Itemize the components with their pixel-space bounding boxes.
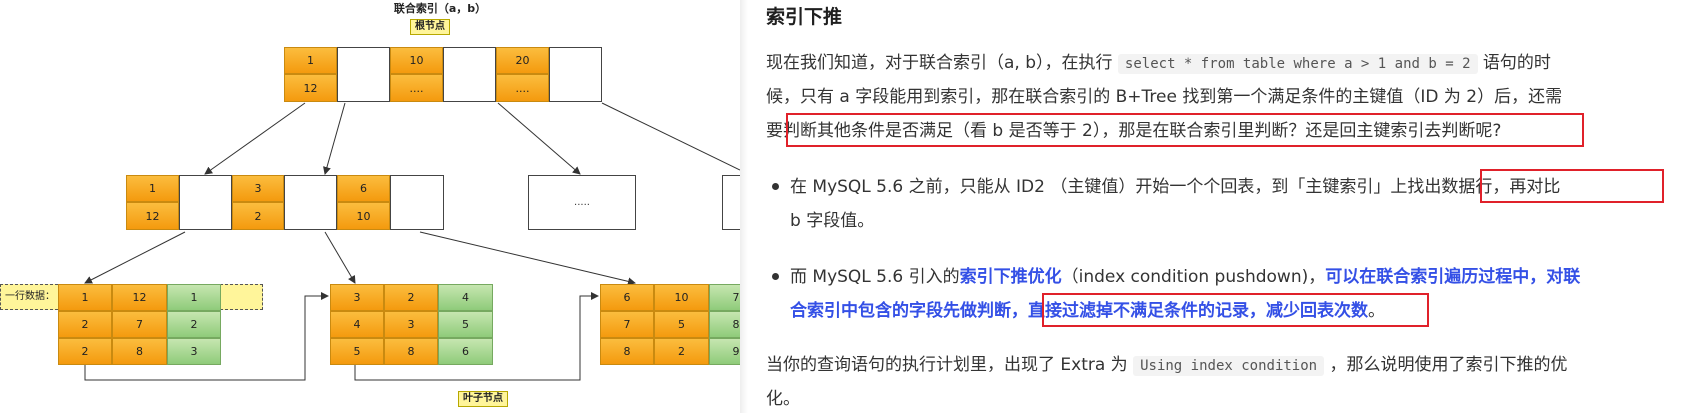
bullet-text: （index condition pushdown)， xyxy=(1061,267,1326,287)
internal-key-3-a: 6 xyxy=(337,175,390,202)
paragraph-text: 当你的查询语句的执行计划里，出现了 Extra 为 xyxy=(766,355,1128,375)
leaf-id-cell: 1 xyxy=(167,284,221,311)
leaf-cell: 10 xyxy=(654,284,709,311)
leaf-id-cell: 6 xyxy=(438,338,493,365)
inline-code-query: select * from table where a > 1 and b = … xyxy=(1117,54,1478,74)
internal-node-placeholder-2 xyxy=(722,175,740,230)
paragraph-text: 现在我们知道，对于联合索引（a, b），在执行 xyxy=(766,53,1113,73)
internal-key-2-b: 2 xyxy=(232,202,284,230)
inline-code-extra: Using index condition xyxy=(1133,356,1325,376)
leaf-cell: 1 xyxy=(58,284,112,311)
bullet-dot xyxy=(772,273,779,280)
leaf-cell: 4 xyxy=(330,311,384,338)
leaf-id-cell: 2 xyxy=(167,311,221,338)
root-key-2-b: .... xyxy=(390,74,443,102)
bullet-text: 。 xyxy=(1368,301,1385,321)
paragraph-1-line-1: 现在我们知道，对于联合索引（a, b），在执行 select * from ta… xyxy=(766,51,1551,76)
paragraph-1-line-3: 要判断其他条件是否满足（看 b 是否等于 2），那是在联合索引里判断？还是回主键… xyxy=(766,121,1502,141)
internal-key-2-a: 3 xyxy=(232,175,284,202)
leaf-cell: 8 xyxy=(600,338,654,365)
leaf-cell: 2 xyxy=(384,284,438,311)
leaf-cell: 5 xyxy=(654,311,709,338)
root-pointer-3 xyxy=(549,47,602,102)
internal-key-3-b: 10 xyxy=(337,202,390,230)
bullet-1-line-2: b 字段值。 xyxy=(790,211,875,231)
emphasis-text: 可以在联合索引遍历过程中，对联 xyxy=(1325,267,1581,287)
emphasis-text-boxed: 直接过滤掉不满足条件的记录，减少回表次数 xyxy=(1028,301,1368,321)
root-key-1-b: 12 xyxy=(284,74,337,102)
paragraph-2-line-2: 化。 xyxy=(766,389,800,409)
internal-pointer-3 xyxy=(390,175,444,230)
root-pointer-1 xyxy=(337,47,390,102)
root-key-3-a: 20 xyxy=(496,47,549,74)
bullet-dot xyxy=(772,183,779,190)
paragraph-1-line-2: 候，只有 a 字段能用到索引，那在联合索引的 B+Tree 找到第一个满足条件的… xyxy=(766,87,1563,107)
section-heading: 索引下推 xyxy=(766,6,843,28)
root-key-2-a: 10 xyxy=(390,47,443,74)
bullet-text: 而 MySQL 5.6 引入的 xyxy=(790,267,960,287)
pane-divider[interactable] xyxy=(740,0,748,413)
index-diagram: 联合索引（a，b） 根节点 1 12 10 .... 20 .... 1 12 … xyxy=(0,0,740,413)
leaf-cell: 8 xyxy=(112,338,167,365)
leaf-id-cell: 7 xyxy=(709,284,740,311)
leaf-cell: 2 xyxy=(654,338,709,365)
leaf-cell: 6 xyxy=(600,284,654,311)
tree-connectors xyxy=(84,102,740,381)
internal-key-1-a: 1 xyxy=(126,175,179,202)
leaf-cell: 3 xyxy=(384,311,438,338)
internal-pointer-2 xyxy=(284,175,337,230)
leaf-cell: 3 xyxy=(330,284,384,311)
emphasis-text: 合索引中包含的字段先做判断， xyxy=(790,301,1028,321)
highlight-box-filter xyxy=(1042,293,1429,327)
bullet-2-line-2: 合索引中包含的字段先做判断，直接过滤掉不满足条件的记录，减少回表次数。 xyxy=(790,299,1385,323)
bullet-2-line-1: 而 MySQL 5.6 引入的索引下推优化（index condition pu… xyxy=(790,265,1580,289)
paragraph-text: 语句的时 xyxy=(1482,53,1551,73)
leaf-cell: 7 xyxy=(600,311,654,338)
root-key-1-a: 1 xyxy=(284,47,337,74)
highlight-box-question xyxy=(786,113,1584,147)
diagram-title: 联合索引（a，b） xyxy=(393,2,487,15)
article-content: 索引下推 现在我们知道，对于联合索引（a, b），在执行 select * fr… xyxy=(748,0,1685,413)
leaf-id-cell: 8 xyxy=(709,311,740,338)
leaf-id-cell: 5 xyxy=(438,311,493,338)
leaf-cell: 2 xyxy=(58,338,112,365)
root-pointer-2 xyxy=(443,47,496,102)
root-key-3-b: .... xyxy=(496,74,549,102)
leaf-node-tag: 叶子节点 xyxy=(458,391,508,407)
leaf-cell: 12 xyxy=(112,284,167,311)
leaf-cell: 7 xyxy=(112,311,167,338)
leaf-id-cell: 9 xyxy=(709,338,740,365)
paragraph-text: ，那么说明使用了索引下推的优 xyxy=(1329,355,1568,375)
highlight-box-fetch-row xyxy=(1480,169,1664,203)
leaf-cell: 8 xyxy=(384,338,438,365)
bullet-1-line-1: 在 MySQL 5.6 之前，只能从 ID2 （主键值）开始一个个回表，到「主键… xyxy=(790,177,1561,197)
leaf-id-cell: 3 xyxy=(167,338,221,365)
paragraph-2-line-1: 当你的查询语句的执行计划里，出现了 Extra 为 Using index co… xyxy=(766,353,1568,378)
leaf-id-cell: 4 xyxy=(438,284,493,311)
term-index-pushdown: 索引下推优化 xyxy=(959,267,1062,287)
root-node-tag: 根节点 xyxy=(410,19,450,35)
leaf-cell: 5 xyxy=(330,338,384,365)
internal-key-1-b: 12 xyxy=(126,202,179,230)
internal-pointer-1 xyxy=(179,175,232,230)
internal-node-placeholder: ..... xyxy=(528,175,636,230)
leaf-cell: 2 xyxy=(58,311,112,338)
